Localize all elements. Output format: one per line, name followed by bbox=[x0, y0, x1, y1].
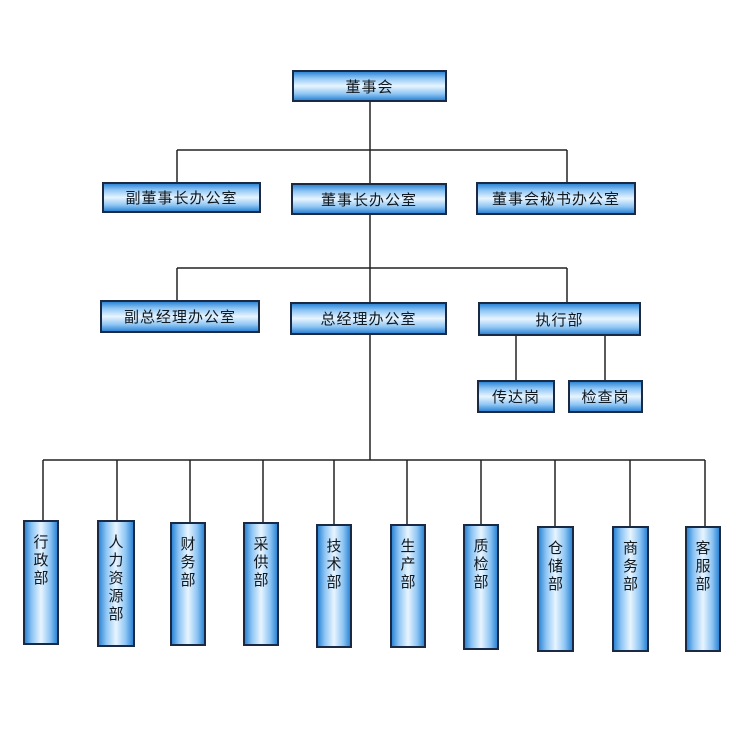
dept-box: 采供部 bbox=[243, 522, 279, 646]
dept-label: 行政部 bbox=[31, 534, 50, 588]
dept-label: 质检部 bbox=[471, 538, 490, 592]
inspection-post-box: 检查岗 bbox=[568, 380, 643, 413]
dept-label: 人力资源部 bbox=[106, 534, 125, 624]
dept-box: 生产部 bbox=[390, 524, 426, 648]
dept-box: 商务部 bbox=[612, 526, 649, 652]
dept-label: 财务部 bbox=[178, 536, 197, 590]
dept-box: 技术部 bbox=[316, 524, 352, 648]
board-secretary-office-box: 董事会秘书办公室 bbox=[476, 182, 636, 215]
dept-label: 采供部 bbox=[251, 536, 270, 590]
dept-box: 质检部 bbox=[463, 524, 499, 650]
dept-box: 行政部 bbox=[23, 520, 59, 645]
dept-label: 客服部 bbox=[693, 540, 712, 594]
gm-office-box: 总经理办公室 bbox=[290, 302, 447, 335]
reception-post-box: 传达岗 bbox=[477, 380, 555, 413]
dept-label: 商务部 bbox=[621, 540, 639, 594]
vice-chairman-office-box: 副董事长办公室 bbox=[102, 182, 261, 213]
deputy-gm-office-box: 副总经理办公室 bbox=[100, 300, 260, 333]
execution-dept-box: 执行部 bbox=[478, 302, 641, 336]
chairman-office-box: 董事长办公室 bbox=[291, 183, 447, 215]
dept-box: 人力资源部 bbox=[97, 520, 135, 647]
dept-label: 仓储部 bbox=[546, 540, 564, 594]
dept-label: 生产部 bbox=[398, 538, 417, 592]
board-box: 董事会 bbox=[292, 70, 447, 102]
dept-label: 技术部 bbox=[324, 538, 343, 592]
dept-box: 财务部 bbox=[170, 522, 206, 646]
dept-box: 仓储部 bbox=[537, 526, 574, 652]
dept-box: 客服部 bbox=[685, 526, 721, 652]
